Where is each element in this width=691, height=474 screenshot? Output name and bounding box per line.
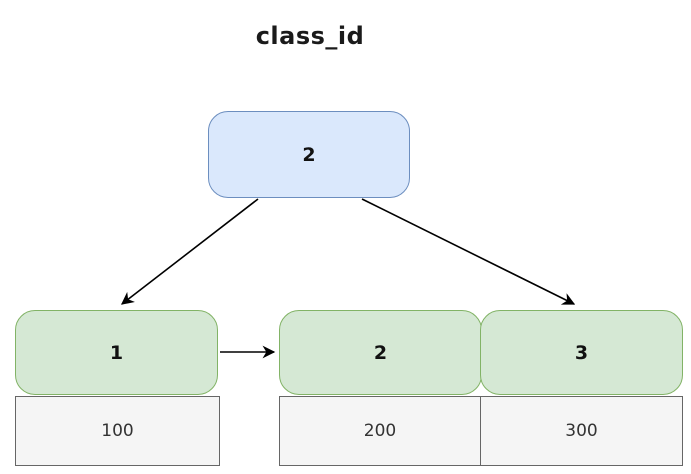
root-node: 2 (208, 111, 410, 198)
root-node-label: 2 (302, 143, 316, 166)
child-node-3-label: 3 (574, 341, 589, 364)
child-node-2-label: 2 (373, 341, 388, 364)
diagram-title: class_id (255, 22, 365, 50)
value-cell-2: 200 (279, 396, 481, 466)
child-node-3: 3 (480, 310, 683, 395)
child-node-2: 2 (279, 310, 482, 395)
value-cell-1: 100 (15, 396, 220, 466)
value-cell-2-text: 200 (363, 421, 397, 441)
value-cell-1-text: 100 (101, 421, 134, 441)
value-cell-3-text: 300 (565, 421, 598, 441)
edge-root-to-child-1 (120, 198, 259, 305)
child-node-1: 1 (15, 310, 218, 395)
value-cell-3: 300 (480, 396, 683, 466)
child-node-1-label: 1 (109, 341, 124, 364)
edge-root-to-child-3 (361, 198, 576, 305)
